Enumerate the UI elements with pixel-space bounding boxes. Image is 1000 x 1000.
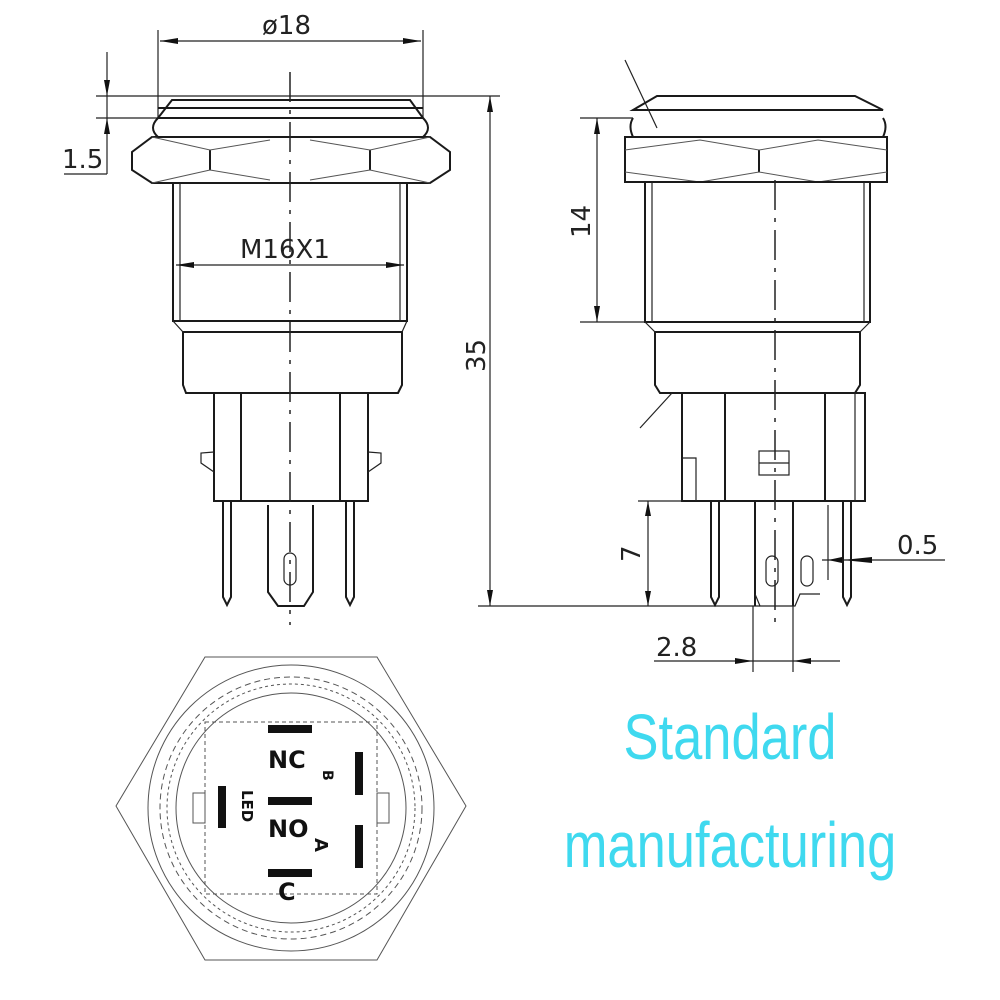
terminal-b-label: B — [319, 770, 335, 781]
thread-label: M16X1 — [240, 235, 330, 265]
pin-thickness-label: 0.5 — [897, 531, 938, 561]
height-dimension: 35 — [462, 96, 760, 607]
terminal-led-label: LED — [238, 790, 256, 822]
terminal-no-label: NO — [268, 815, 309, 843]
caption-manufacturing: manufacturing — [563, 809, 897, 881]
front-view: ø18 1.5 M16X1 — [62, 11, 500, 625]
side-view: 14 7 0.5 — [567, 59, 945, 672]
body-height-label: 14 — [567, 205, 597, 238]
pin-length-label: 7 — [617, 545, 647, 562]
pin-width-label: 2.8 — [656, 633, 697, 663]
diameter-label: ø18 — [262, 11, 311, 41]
terminal-nc-label: NC — [268, 746, 306, 774]
thickness-label: 1.5 — [62, 145, 103, 175]
bottom-view: NC NO C LED B A — [115, 656, 467, 961]
height-label: 35 — [462, 339, 492, 372]
caption-standard: Standard — [623, 701, 837, 773]
terminal-a-label: A — [310, 838, 331, 852]
terminal-c-label: C — [278, 878, 296, 906]
